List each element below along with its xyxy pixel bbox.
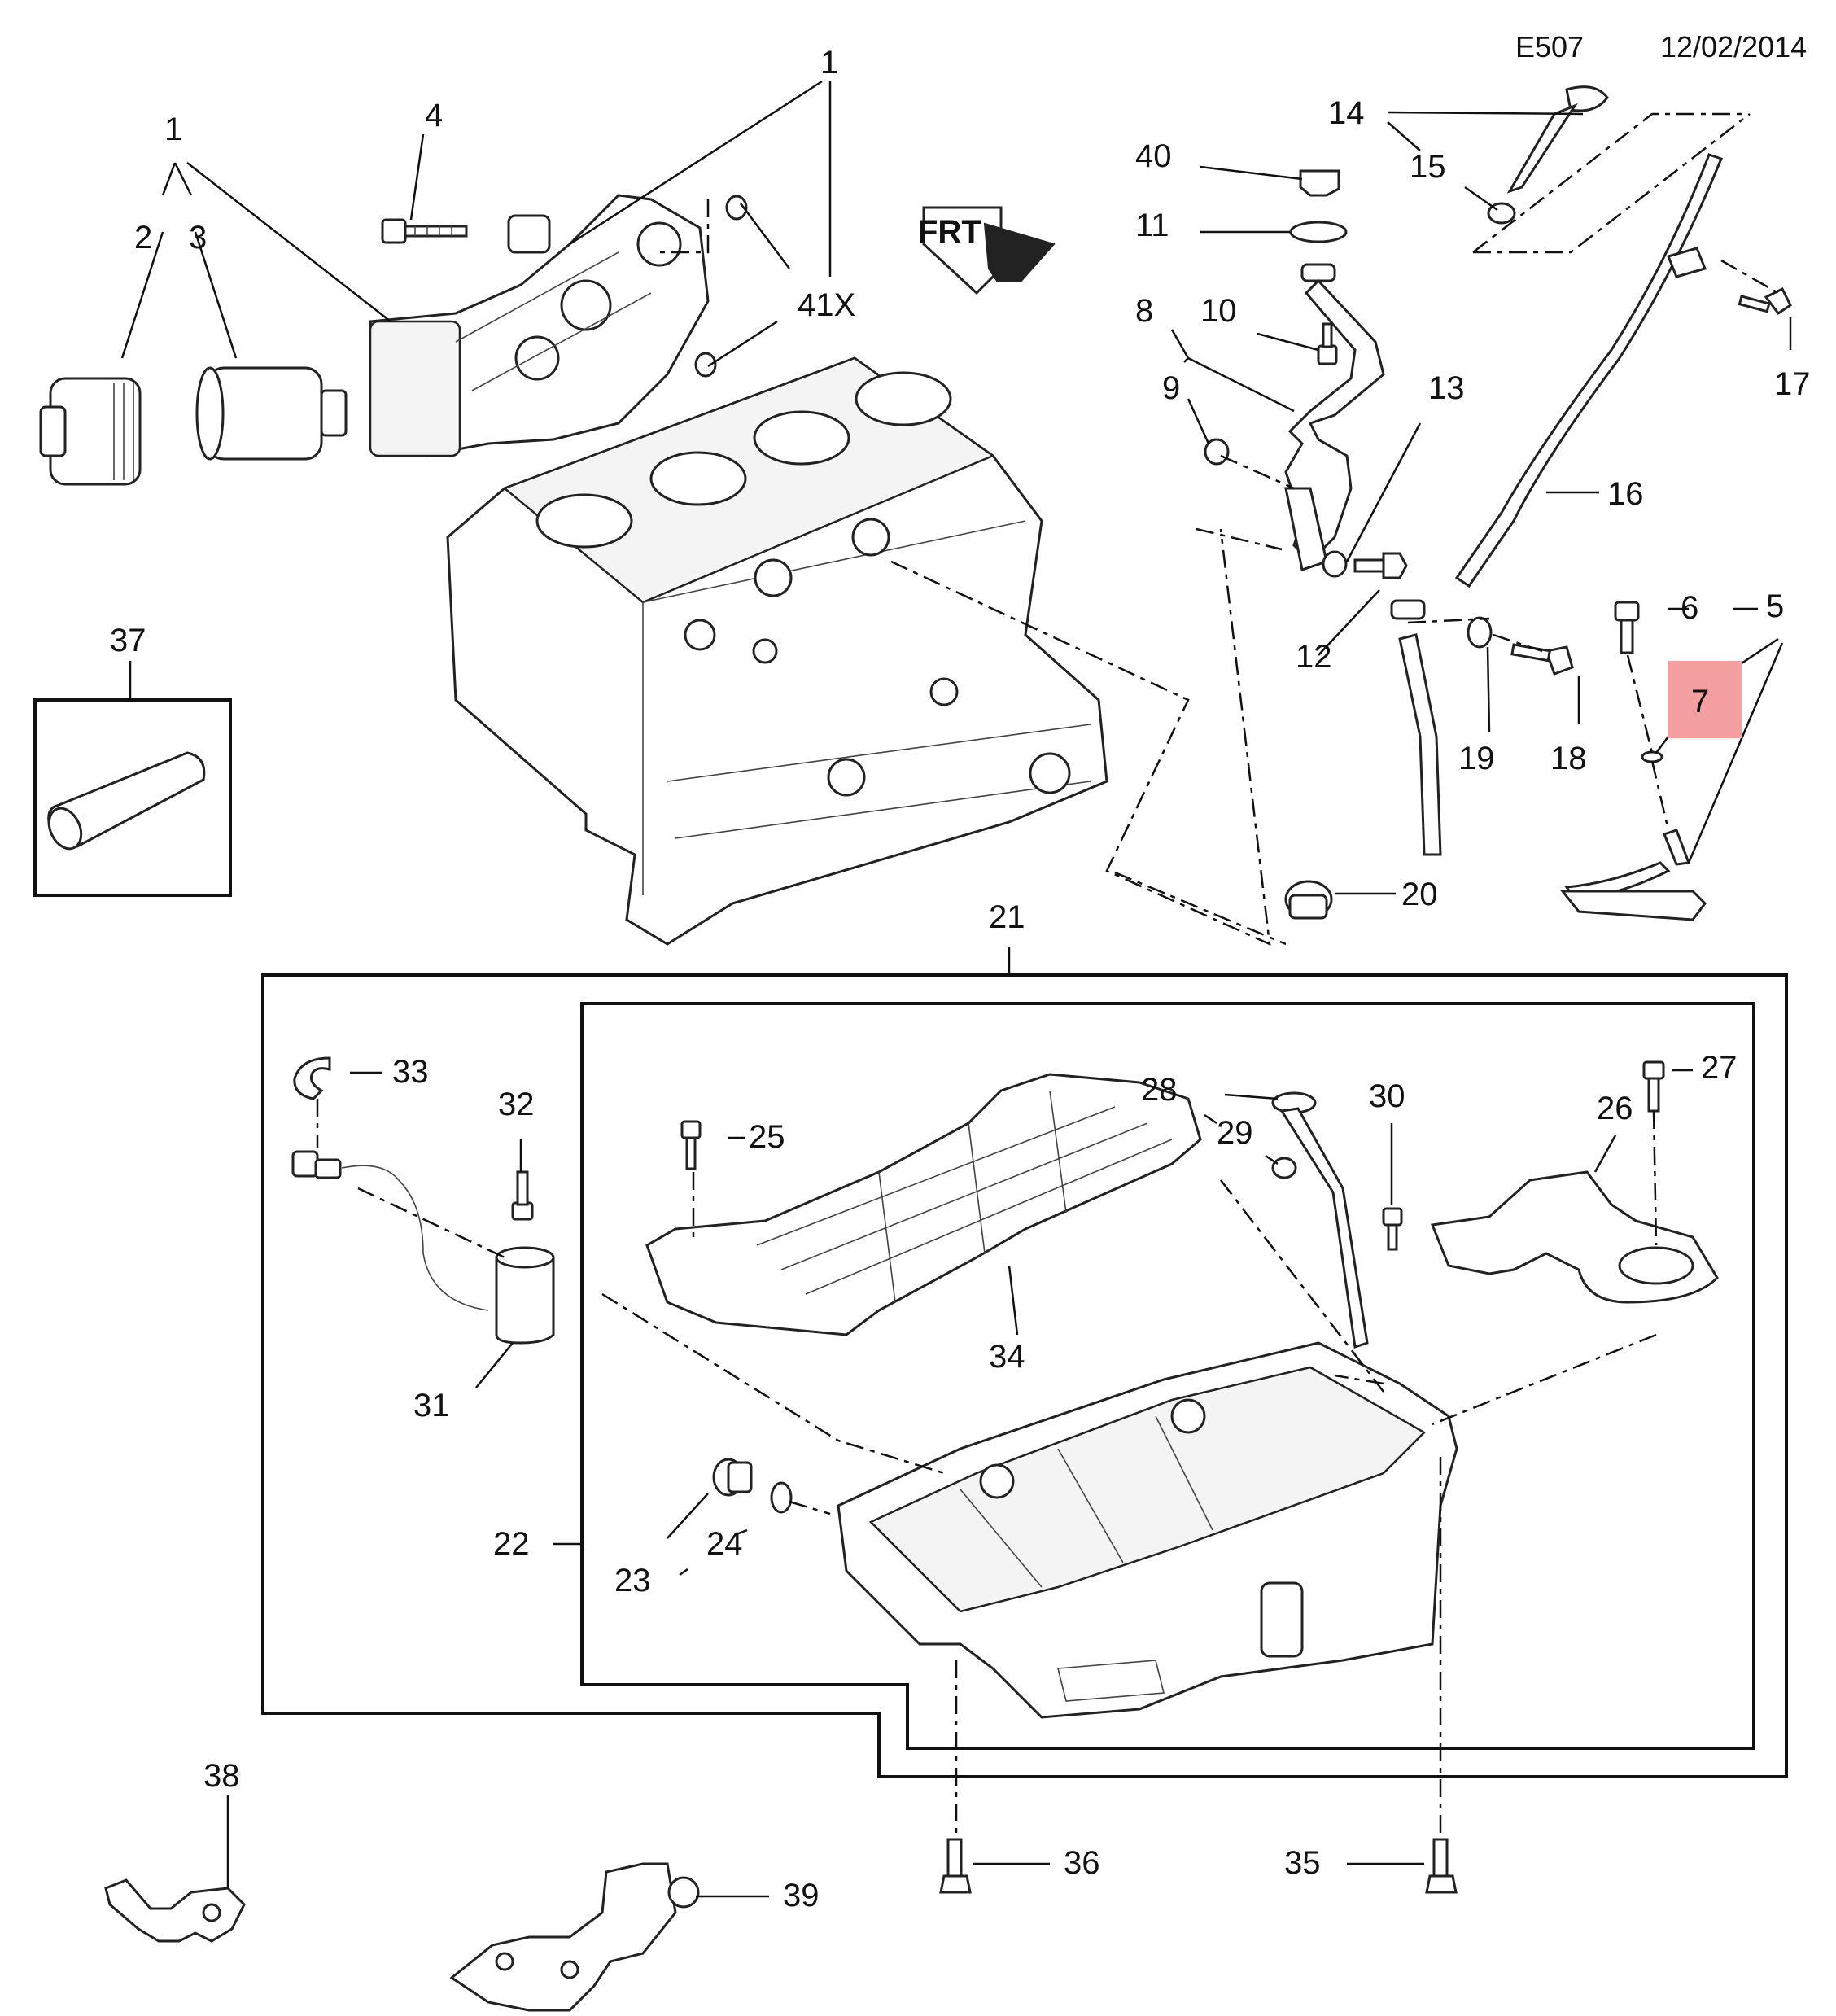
pan-bolt-36[interactable]	[939, 1838, 972, 1894]
callout-3: 3	[189, 220, 207, 256]
drain-plug-23[interactable]	[712, 1458, 753, 1497]
callout-4: 4	[425, 98, 443, 133]
oil-filter-cap[interactable]	[39, 377, 142, 486]
sensor-bolt-6[interactable]	[1614, 601, 1640, 654]
baffle-bolt-25[interactable]	[680, 1120, 702, 1170]
callout-21: 21	[989, 899, 1025, 935]
callout-16: 16	[1607, 476, 1644, 512]
frame-21	[261, 973, 1788, 1778]
callout-25: 25	[749, 1119, 785, 1155]
engine-block	[446, 356, 1108, 946]
pickup-bolt-27[interactable]	[1642, 1060, 1665, 1113]
housing-bolt[interactable]	[381, 218, 468, 244]
baffle-plate-34[interactable]	[645, 1073, 1202, 1336]
callout-7: 7	[1691, 684, 1709, 719]
callout-32: 32	[498, 1087, 535, 1122]
callout-18: 18	[1550, 741, 1587, 776]
fill-tube-bolt-30[interactable]	[1382, 1207, 1403, 1251]
callout-9: 9	[1162, 370, 1180, 406]
callout-12: 12	[1296, 639, 1332, 675]
bolt-12[interactable]	[1353, 552, 1408, 579]
drain-plug-20[interactable]	[1284, 880, 1333, 920]
breather-bracket[interactable]	[1299, 169, 1340, 197]
callout-11: 11	[1135, 208, 1169, 243]
breather-hose[interactable]	[1284, 263, 1385, 571]
callout-22: 22	[493, 1526, 530, 1562]
callout-33: 33	[392, 1054, 429, 1090]
bolt-18[interactable]	[1510, 643, 1574, 676]
callout-1-filter: 1	[164, 112, 182, 147]
washer-24[interactable]	[770, 1481, 793, 1514]
o-ring-29[interactable]	[1271, 1157, 1297, 1179]
callout-34: 34	[989, 1339, 1025, 1375]
callout-17: 17	[1774, 366, 1811, 402]
level-sensor[interactable]	[1559, 829, 1707, 921]
oil-filter-housing[interactable]	[369, 194, 710, 457]
part-37-box	[33, 698, 232, 897]
callout-30: 30	[1369, 1078, 1405, 1114]
callout-37: 37	[110, 623, 146, 658]
callout-26: 26	[1597, 1091, 1633, 1126]
o-ring-9[interactable]	[1204, 438, 1230, 466]
washer-13[interactable]	[1322, 550, 1348, 578]
bolt-10[interactable]	[1317, 322, 1338, 365]
callout-19: 19	[1458, 741, 1495, 776]
seal-ring-lower[interactable]	[694, 352, 717, 378]
callout-20: 20	[1401, 877, 1438, 912]
callout-23: 23	[614, 1563, 651, 1598]
callout-28: 28	[1141, 1072, 1178, 1108]
callout-5: 5	[1766, 588, 1784, 624]
sensor-seal-7[interactable]	[1641, 750, 1663, 763]
oil-pan[interactable]	[837, 1341, 1458, 1719]
diagram-code: E507	[1515, 30, 1584, 63]
sensor-harness-31[interactable]	[291, 1150, 555, 1345]
sensor-bolt-32[interactable]	[511, 1170, 534, 1221]
callout-2: 2	[134, 220, 152, 256]
dowel-pin[interactable]	[43, 751, 206, 854]
bracket-39[interactable]	[449, 1862, 700, 2012]
callout-27: 27	[1701, 1050, 1738, 1086]
callout-36: 36	[1064, 1845, 1100, 1881]
oil-filter-element[interactable]	[195, 366, 348, 461]
dipstick-tube[interactable]	[1390, 153, 1723, 856]
callout-15: 15	[1410, 149, 1446, 185]
callout-41x: 41X	[798, 287, 855, 323]
front-direction-arrow: FRT	[918, 206, 1056, 295]
callout-13: 13	[1428, 370, 1465, 406]
bracket-38[interactable]	[104, 1878, 246, 1943]
callout-39: 39	[783, 1878, 820, 1913]
callout-29: 29	[1217, 1115, 1253, 1151]
oil-pickup-26[interactable]	[1430, 1170, 1719, 1304]
frame-22	[580, 1002, 1755, 1750]
washer-19[interactable]	[1467, 616, 1493, 649]
callout-10: 10	[1200, 293, 1237, 329]
callout-6: 6	[1681, 590, 1698, 626]
callout-38: 38	[203, 1758, 240, 1794]
callout-1-housing: 1	[820, 45, 838, 81]
tube-bolt-17[interactable]	[1738, 286, 1792, 316]
oil-fill-cap-28[interactable]	[1271, 1091, 1369, 1349]
retaining-clip-33[interactable]	[293, 1056, 331, 1100]
diagram-date: 12/02/2014	[1660, 30, 1807, 63]
callout-40: 40	[1135, 138, 1172, 174]
callout-8: 8	[1135, 293, 1153, 329]
callout-24: 24	[706, 1526, 743, 1562]
breather-gasket[interactable]	[1289, 221, 1348, 243]
pan-bolt-35[interactable]	[1425, 1838, 1458, 1894]
seal-ring-upper[interactable]	[725, 195, 748, 221]
callout-31: 31	[413, 1388, 450, 1423]
highlight-box	[1668, 661, 1742, 738]
front-marker-text: FRT	[918, 214, 981, 250]
dipstick[interactable]	[1506, 85, 1609, 194]
callout-35: 35	[1284, 1845, 1321, 1881]
callout-14: 14	[1328, 95, 1365, 131]
